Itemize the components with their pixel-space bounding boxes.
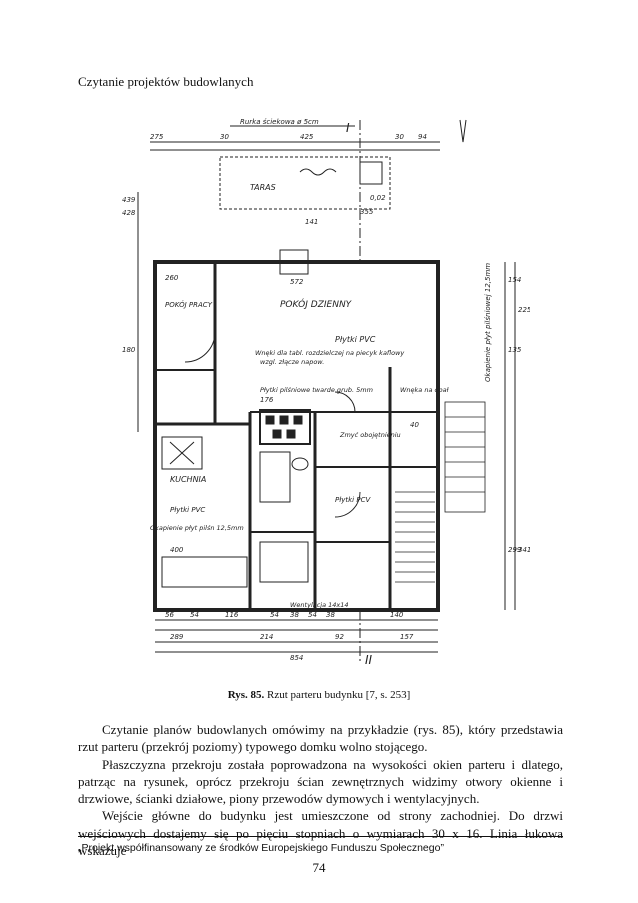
dimension-label: 289 (170, 633, 184, 641)
paragraph: Czytanie planów budowlanych omówimy na p… (78, 722, 563, 755)
kitchen-label: KUCHNIA (170, 475, 206, 484)
dimension-label: 400 (170, 546, 184, 554)
floor-plan-svg: Rurka ściekowa ø 5cm TARAS POKÓJ PRACY P… (122, 118, 530, 667)
paragraph: Płaszczyzna przekroju została poprowadzo… (78, 756, 563, 807)
flooring-label: Płytki pilśniowe twarde grub. 5mm (260, 386, 373, 394)
kitchen-tiles-label: Płytki PVC (170, 506, 205, 514)
living-room-label: POKÓJ DZIENNY (280, 298, 353, 310)
dimension-label: 572 (290, 278, 304, 286)
pipe-label: Rurka ściekowa ø 5cm (240, 118, 319, 126)
dimension-label: 425 (300, 133, 314, 141)
axis-bottom-label: II (365, 653, 373, 667)
ventilation-label: Wentylacja 14x14 (290, 601, 349, 609)
floor-plan-drawing: Rurka ściekowa ø 5cm TARAS POKÓJ PRACY P… (110, 112, 530, 670)
dimension-label: 260 (165, 274, 179, 282)
office-label: POKÓJ PRACY (165, 300, 213, 309)
eaves-label: Okapienie płyt pilśn 12,5mm (150, 524, 244, 532)
funding-footer: „Projekt współfinansowany ze środków Eur… (78, 842, 444, 854)
dimension-label: 0,02 (370, 194, 386, 202)
dimension-label: 140 (390, 611, 404, 619)
dimension-label: 56 (165, 611, 174, 619)
dimension-label: 54 (190, 611, 199, 619)
hall-note-label: Zmyć obojętnieniu (339, 431, 401, 439)
dimension-label: 854 (290, 654, 303, 662)
caption-label: Rys. 85. (227, 689, 265, 701)
hall-tiles-label: Płytki PCV (335, 496, 371, 504)
dimension-label: 225 (518, 306, 530, 314)
dimension-label: 54 (308, 611, 317, 619)
stove-note2-label: wzgl. złącze napow. (260, 358, 324, 366)
dimension-label: 38 (326, 611, 335, 619)
dimension-label: 94 (418, 133, 427, 141)
dimension-label: 30 (395, 133, 404, 141)
dimension-label: 38 (290, 611, 299, 619)
dimension-label: 439 (122, 196, 136, 204)
dimension-label: 214 (260, 633, 273, 641)
axis-top-label: I (346, 121, 350, 135)
dimension-label: 135 (508, 346, 522, 354)
paragraph: Wejście główne do budynku jest umieszczo… (78, 808, 563, 859)
caption-text: Rzut parteru budynku [7, s. 253] (267, 689, 411, 701)
terrace-label: TARAS (250, 183, 276, 192)
dimension-label: 154 (508, 276, 521, 284)
dimension-label: 92 (335, 633, 344, 641)
dimension-label: 355 (360, 208, 374, 216)
dimension-label: 176 (260, 396, 274, 404)
running-header: Czytanie projektów budowlanych (78, 74, 254, 89)
footer-rule (78, 836, 563, 837)
dimension-label: 341 (518, 546, 530, 554)
dimension-label: 275 (150, 133, 164, 141)
figure-caption: Rys. 85. Rzut parteru budynku [7, s. 253… (0, 689, 638, 701)
dimension-label: 116 (225, 611, 239, 619)
page-number: 74 (312, 860, 326, 875)
dimension-label: 299 (508, 546, 522, 554)
stove-note-label: Wnęki dla tabl. rozdzielczej na piecyk k… (255, 349, 404, 357)
dimension-label: 157 (400, 633, 414, 641)
dimension-label: 141 (305, 218, 318, 226)
closet-label: Wnęka na opał (400, 386, 450, 394)
dimension-label: 54 (270, 611, 279, 619)
dimension-label: 30 (220, 133, 229, 141)
body-text: Czytanie planów budowlanych omówimy na p… (78, 721, 563, 859)
side-eaves-label: Okapienie płyt pilśniowej 12,5mm (484, 263, 492, 382)
dimension-label: 428 (122, 209, 136, 217)
dimension-label: 40 (410, 421, 419, 429)
dimension-label: 180 (122, 346, 136, 354)
living-tiles-label: Płytki PVC (335, 335, 376, 344)
